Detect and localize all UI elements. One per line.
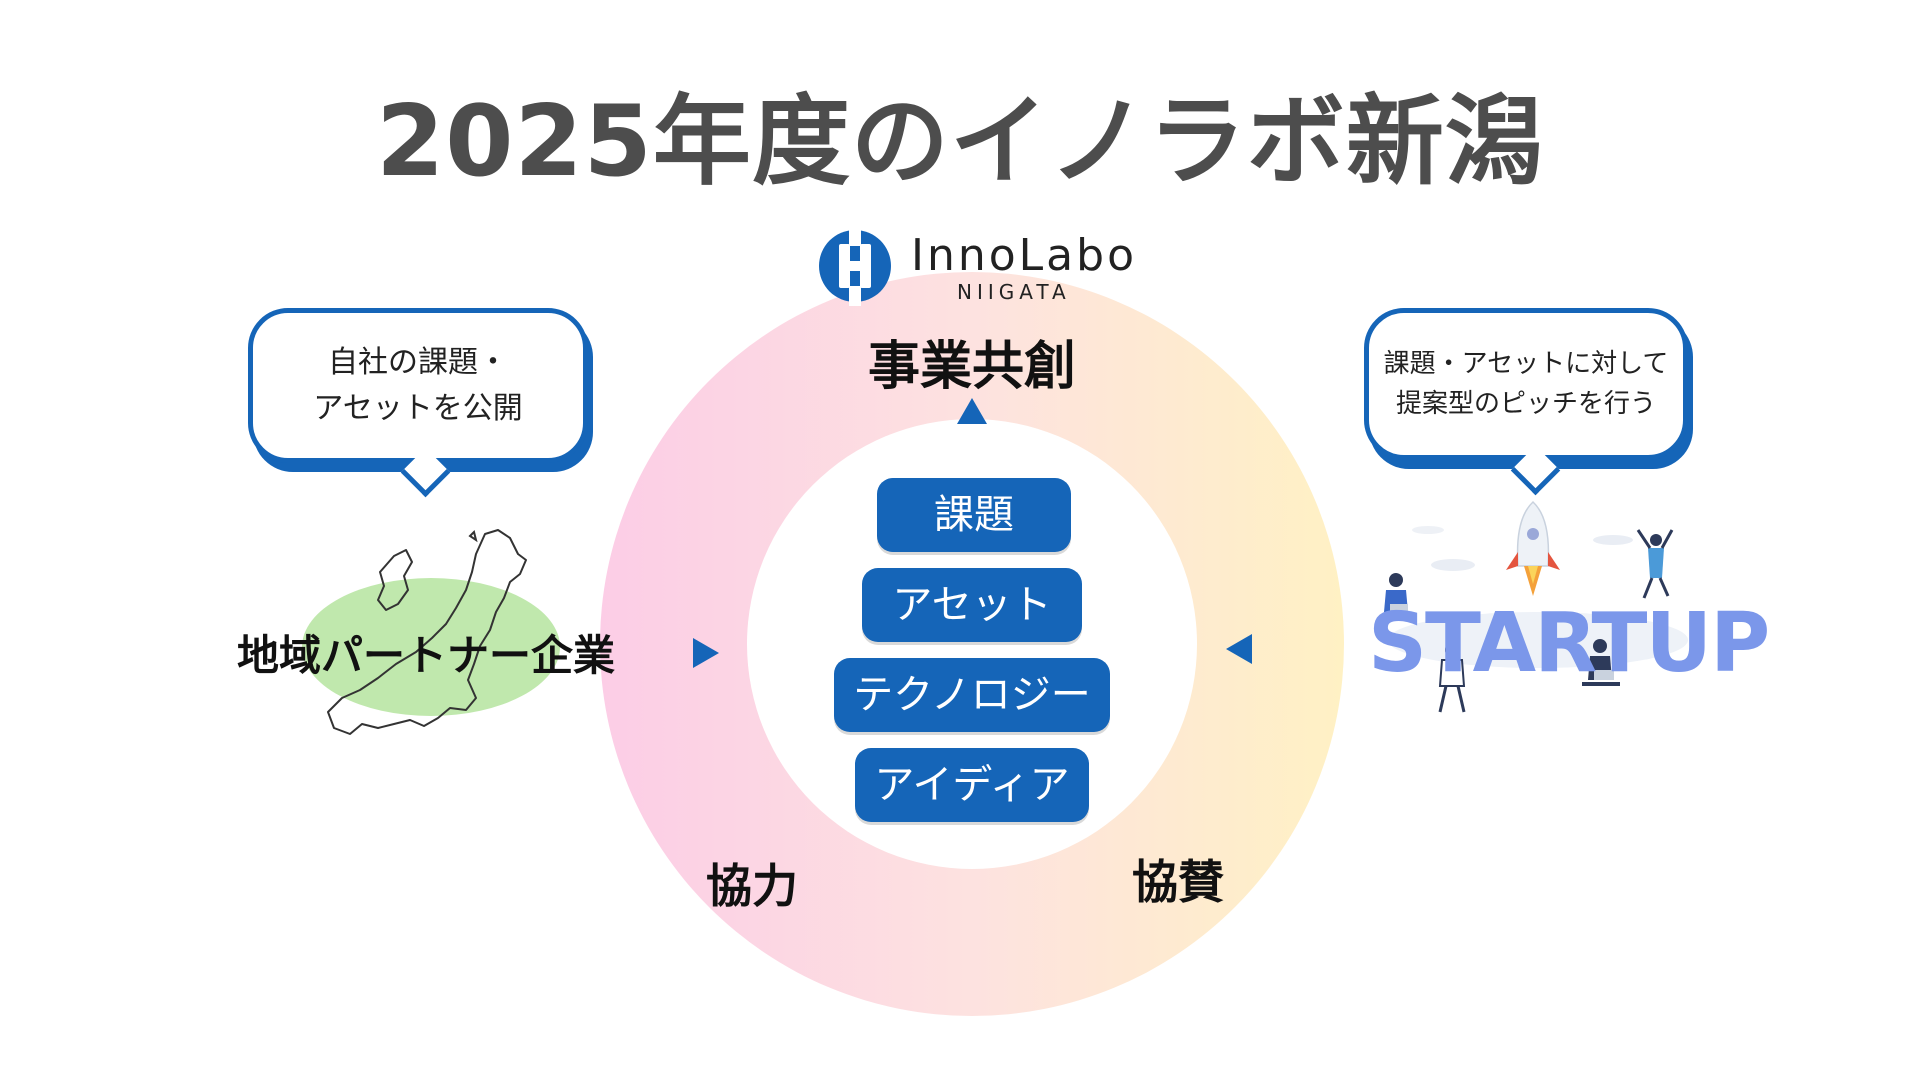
logo-sub: NIIGATA bbox=[957, 280, 1071, 304]
label-cooperation: 協力 bbox=[706, 859, 798, 913]
arrow-up-icon bbox=[957, 398, 987, 424]
innolabo-logo-icon bbox=[819, 226, 891, 306]
startup-bubble-line2: 提案型のピッチを行う bbox=[1395, 389, 1656, 419]
partner-bubble-line1: 自社の課題・ bbox=[328, 344, 508, 380]
hub-label: 事業共創 bbox=[867, 337, 1076, 397]
partner-label: 地域パートナー企業 bbox=[237, 631, 616, 680]
map-highlight bbox=[302, 578, 560, 716]
pill-kadai: 課題 bbox=[877, 478, 1071, 552]
rocket-icon bbox=[1506, 500, 1560, 596]
startup-label: STARTUP bbox=[1368, 596, 1770, 691]
startup-bubble-line1: 課題・アセットに対して bbox=[1383, 349, 1669, 379]
logo-name: InnoLabo bbox=[911, 230, 1137, 281]
arrow-left-icon bbox=[1226, 634, 1252, 664]
pill-asset: アセット bbox=[862, 568, 1082, 642]
pill-idea: アイディア bbox=[855, 748, 1089, 822]
startup-speech-bubble: 課題・アセットに対して 提案型のピッチを行う bbox=[1364, 308, 1688, 460]
page-title: 2025年度のイノラボ新潟 bbox=[376, 85, 1544, 199]
startup-illustration bbox=[1384, 500, 1688, 713]
pill-technology: テクノロジー bbox=[834, 658, 1110, 732]
label-sponsorship: 協賛 bbox=[1132, 855, 1224, 909]
arrow-right-icon bbox=[693, 638, 719, 668]
partner-speech-bubble: 自社の課題・ アセットを公開 bbox=[248, 308, 588, 463]
innolabo-logo: InnoLabo NIIGATA bbox=[815, 226, 1145, 306]
partner-bubble-line2: アセットを公開 bbox=[313, 390, 523, 426]
niigata-map-icon bbox=[327, 529, 527, 735]
person-laptop-icon bbox=[1384, 529, 1674, 713]
